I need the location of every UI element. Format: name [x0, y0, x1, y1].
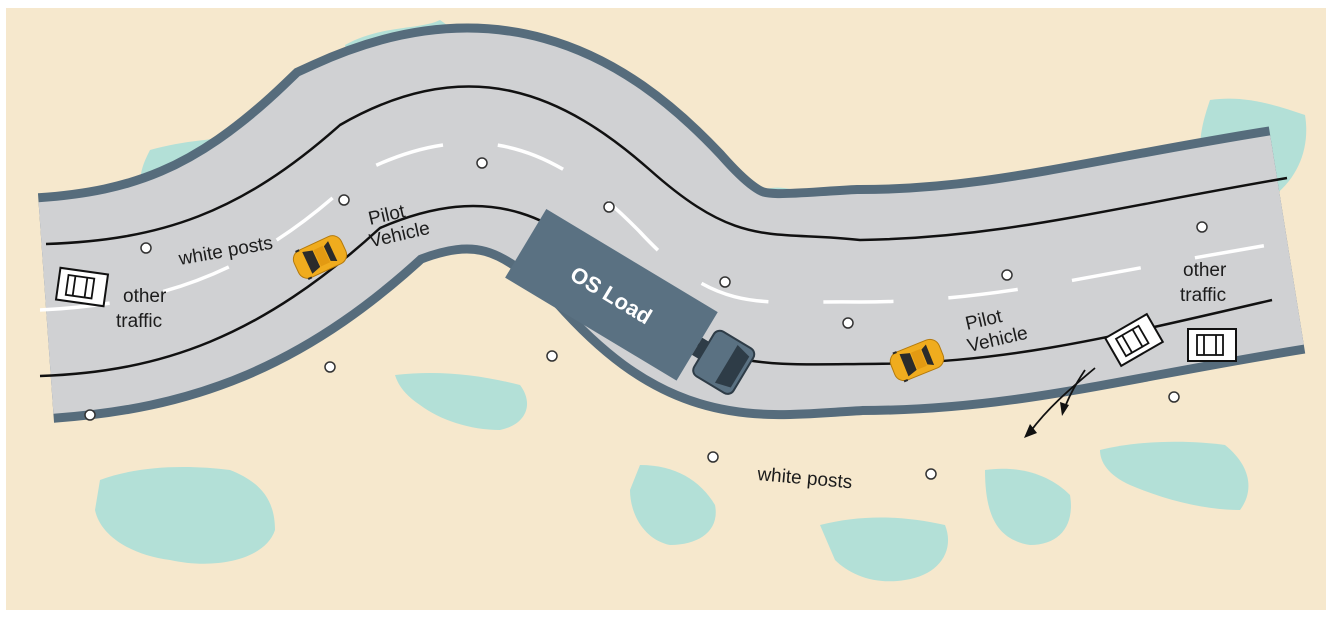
post	[719, 276, 731, 288]
post	[603, 201, 615, 213]
svg-text:traffic: traffic	[1180, 285, 1226, 306]
post	[842, 317, 854, 329]
truck-trailer	[505, 209, 718, 381]
post	[140, 242, 152, 254]
post	[338, 194, 350, 206]
white-posts	[84, 157, 1208, 480]
post	[1001, 269, 1013, 281]
os-load-truck: OS Load	[505, 209, 756, 395]
center-dashed-line	[39, 141, 1288, 312]
post	[707, 451, 719, 463]
post	[476, 157, 488, 169]
svg-text:other: other	[1183, 260, 1227, 281]
post	[925, 468, 937, 480]
post	[324, 361, 336, 373]
truck-cab	[691, 329, 756, 395]
post	[1168, 391, 1180, 403]
post	[546, 350, 558, 362]
svg-text:other: other	[123, 286, 167, 307]
svg-text:traffic: traffic	[116, 311, 162, 332]
lane-line-top	[45, 85, 1288, 246]
arrow-heads	[1024, 402, 1069, 438]
other-traffic-left-label: other traffic	[116, 286, 167, 332]
other-traffic-left-icon	[55, 266, 109, 308]
other-traffic-right-icon	[1187, 328, 1237, 362]
other-traffic-right-label: other traffic	[1180, 260, 1227, 306]
post	[84, 409, 96, 421]
post	[1196, 221, 1208, 233]
